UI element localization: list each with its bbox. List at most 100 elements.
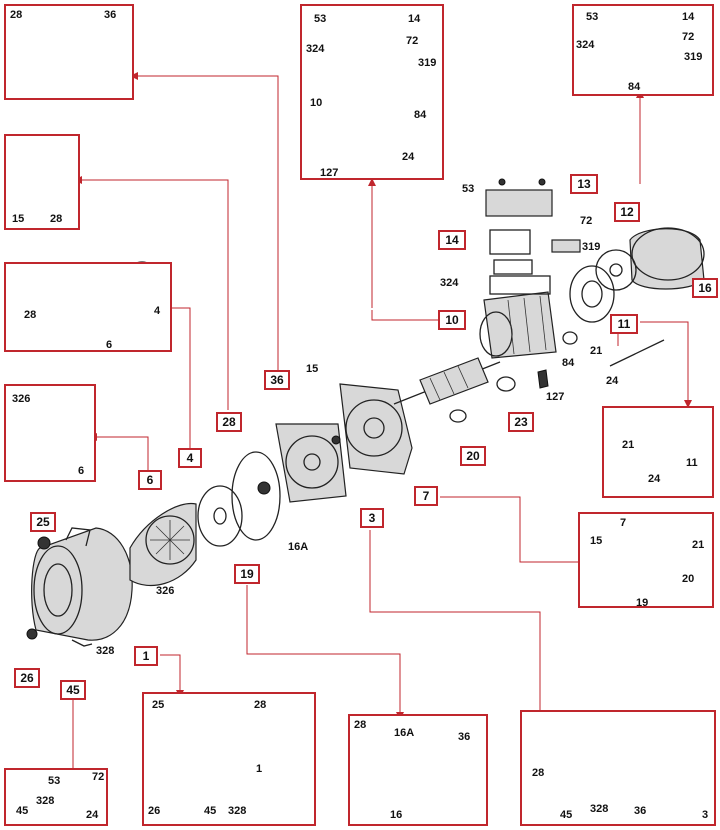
label-20: 20 [682,573,695,585]
detail-box-3: 28 328 36 3 45 [520,710,716,826]
label-24: 24 [648,473,661,485]
label-72: 72 [580,215,593,227]
label-19: 19 [636,597,649,609]
detail-box-6: 326 6 [4,384,96,482]
callout-1[interactable]: 1 [134,646,158,666]
label-328: 328 [228,805,247,817]
label-16A: 16A [288,541,309,553]
callout-45[interactable]: 45 [60,680,86,700]
label-45: 45 [560,809,573,821]
callout-16[interactable]: 19 [234,564,260,584]
label-24: 24 [86,809,99,821]
callout-26[interactable]: 26 [14,668,40,688]
label-15: 15 [306,363,319,375]
label-15: 15 [590,535,603,547]
label-127: 127 [320,167,339,179]
callout-20[interactable]: 23 [508,412,534,432]
label-53: 53 [462,183,475,195]
callout-6[interactable]: 6 [138,470,162,490]
oring-drawing [231,451,281,541]
label-15: 15 [12,213,25,225]
label-28: 28 [24,309,37,321]
label-1: 1 [256,763,263,775]
label-26: 26 [148,805,161,817]
label-319: 319 [418,57,437,69]
label-28: 28 [532,767,545,779]
detail-box-1: 25 28 1 26 45 328 [142,692,316,826]
label-72: 72 [682,31,695,43]
label-6: 6 [106,339,113,351]
callout-4[interactable]: 4 [178,448,202,468]
label-328: 328 [96,645,115,657]
callout-3[interactable]: 3 [360,508,384,528]
label-72: 72 [406,35,419,47]
label-7: 7 [620,517,627,529]
label-10: 10 [310,97,323,109]
motor-housing-drawing [479,178,581,359]
label-25: 25 [152,699,165,711]
label-36: 36 [104,9,117,21]
label-324: 324 [440,277,459,289]
label-319: 319 [684,51,703,63]
callout-19[interactable]: 20 [460,446,486,466]
diffuser-drawing [129,502,197,587]
label-326: 326 [12,393,31,405]
label-21: 21 [692,539,705,551]
label-3: 3 [702,809,709,821]
label-45: 45 [16,805,29,817]
label-36: 36 [634,805,647,817]
label-24: 24 [402,151,415,163]
seal-plate-drawing [257,423,347,503]
callout-13[interactable]: 16 [692,278,718,298]
label-328: 328 [36,795,55,807]
label-14: 14 [408,13,421,25]
label-36: 36 [458,731,471,743]
label-21: 21 [622,439,635,451]
label-72: 72 [92,771,105,783]
label-11: 11 [686,457,698,469]
callout-23[interactable]: 14 [438,230,466,250]
pump-body-drawing [26,527,133,647]
label-84: 84 [628,81,641,93]
callout-11[interactable]: 11 [610,314,638,334]
label-53: 53 [586,11,599,23]
callout-7[interactable]: 7 [414,486,438,506]
leader-lines [72,75,689,768]
label-14: 14 [682,11,695,23]
motor-bracket-drawing [331,383,413,475]
label-84: 84 [414,109,427,121]
label-24: 24 [606,375,619,387]
label-326: 326 [156,585,175,597]
detail-box-14-right: 53 14 324 72 319 84 [572,4,714,96]
label-28: 28 [354,719,367,731]
detail-box-11: 21 11 24 [602,406,714,498]
detail-box-7: 7 15 21 20 19 [578,512,714,609]
label-4: 4 [154,305,161,317]
callout-10[interactable]: 10 [438,310,466,330]
label-324: 324 [576,39,595,51]
label-328: 328 [590,803,609,815]
detail-box-36: 28 36 [4,4,134,100]
label-324: 324 [306,43,325,55]
label-319: 319 [582,241,601,253]
label-53: 53 [314,13,327,25]
label-16A: 16A [394,727,415,739]
label-127: 127 [546,391,565,403]
impeller-drawing [197,485,243,547]
detail-box-16: 28 16A 36 16 [348,714,488,826]
callout-14[interactable]: 13 [570,174,598,194]
callout-36[interactable]: 36 [264,370,290,390]
callout-28[interactable]: 28 [216,412,242,432]
label-53: 53 [48,775,61,787]
detail-box-45: 53 72 328 45 24 [4,768,108,826]
label-6: 6 [78,465,85,477]
label-84: 84 [562,357,575,369]
label-16: 16 [390,809,403,821]
rotor-shaft-drawing [393,357,549,423]
label-21: 21 [590,345,603,357]
label-28: 28 [50,213,63,225]
callout-25[interactable]: 25 [30,512,56,532]
callout-12[interactable]: 12 [614,202,640,222]
label-45: 45 [204,805,217,817]
